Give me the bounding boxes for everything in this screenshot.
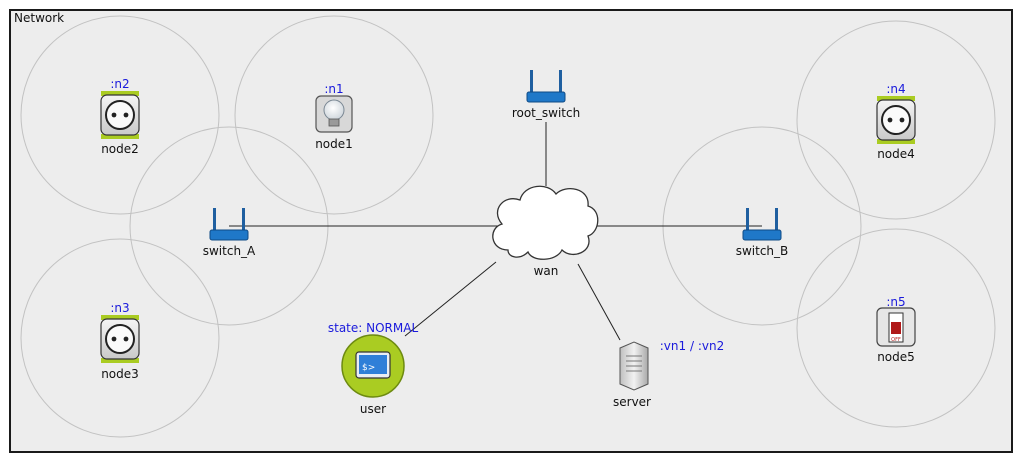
node2-power-socket-icon[interactable] [100, 91, 140, 139]
user-screen-text: $> [362, 363, 375, 373]
root-switch-router-icon[interactable] [526, 70, 566, 103]
node4-tag: :n4 [886, 82, 905, 96]
node3-tag: :n3 [110, 301, 129, 315]
server-vn-tags: :vn1 / :vn2 [660, 339, 724, 353]
range-circle-node5 [796, 228, 996, 428]
node4-label: node4 [877, 147, 915, 161]
switch-a-router-icon[interactable] [209, 208, 249, 241]
link-wan-user [404, 261, 497, 337]
node3-label: node3 [101, 367, 139, 381]
wan-label: wan [534, 264, 559, 278]
node1-tag: :n1 [324, 82, 343, 96]
node3-power-socket-icon[interactable] [100, 315, 140, 363]
node4-power-socket-icon[interactable] [876, 96, 916, 144]
node1-light-bulb-icon[interactable] [315, 95, 353, 133]
switch-b-label: switch_B [736, 244, 789, 258]
user-state: state: NORMAL [328, 321, 419, 335]
range-circle-node3 [20, 238, 220, 438]
node5-tag: :n5 [886, 295, 905, 309]
node1-label: node1 [315, 137, 353, 151]
range-circle-node4 [796, 20, 996, 220]
server-tower-icon[interactable] [619, 341, 649, 391]
switch-b-router-icon[interactable] [742, 208, 782, 241]
node5-switch-text: OFF [891, 337, 901, 343]
user-label: user [360, 402, 386, 416]
node5-label: node5 [877, 350, 915, 364]
node2-tag: :n2 [110, 77, 129, 91]
range-circle-node1 [234, 15, 434, 215]
link-wan-server [577, 263, 621, 341]
switch-a-label: switch_A [203, 244, 256, 258]
root-switch-label: root_switch [512, 106, 580, 120]
node5-off-switch-icon[interactable]: OFF [876, 307, 916, 347]
node2-label: node2 [101, 142, 139, 156]
wan-cloud-icon[interactable] [492, 185, 599, 260]
server-label: server [613, 395, 651, 409]
user-terminal-icon[interactable]: $> [341, 334, 405, 398]
network-title: Network [14, 11, 65, 25]
range-circle-node2 [20, 15, 220, 215]
